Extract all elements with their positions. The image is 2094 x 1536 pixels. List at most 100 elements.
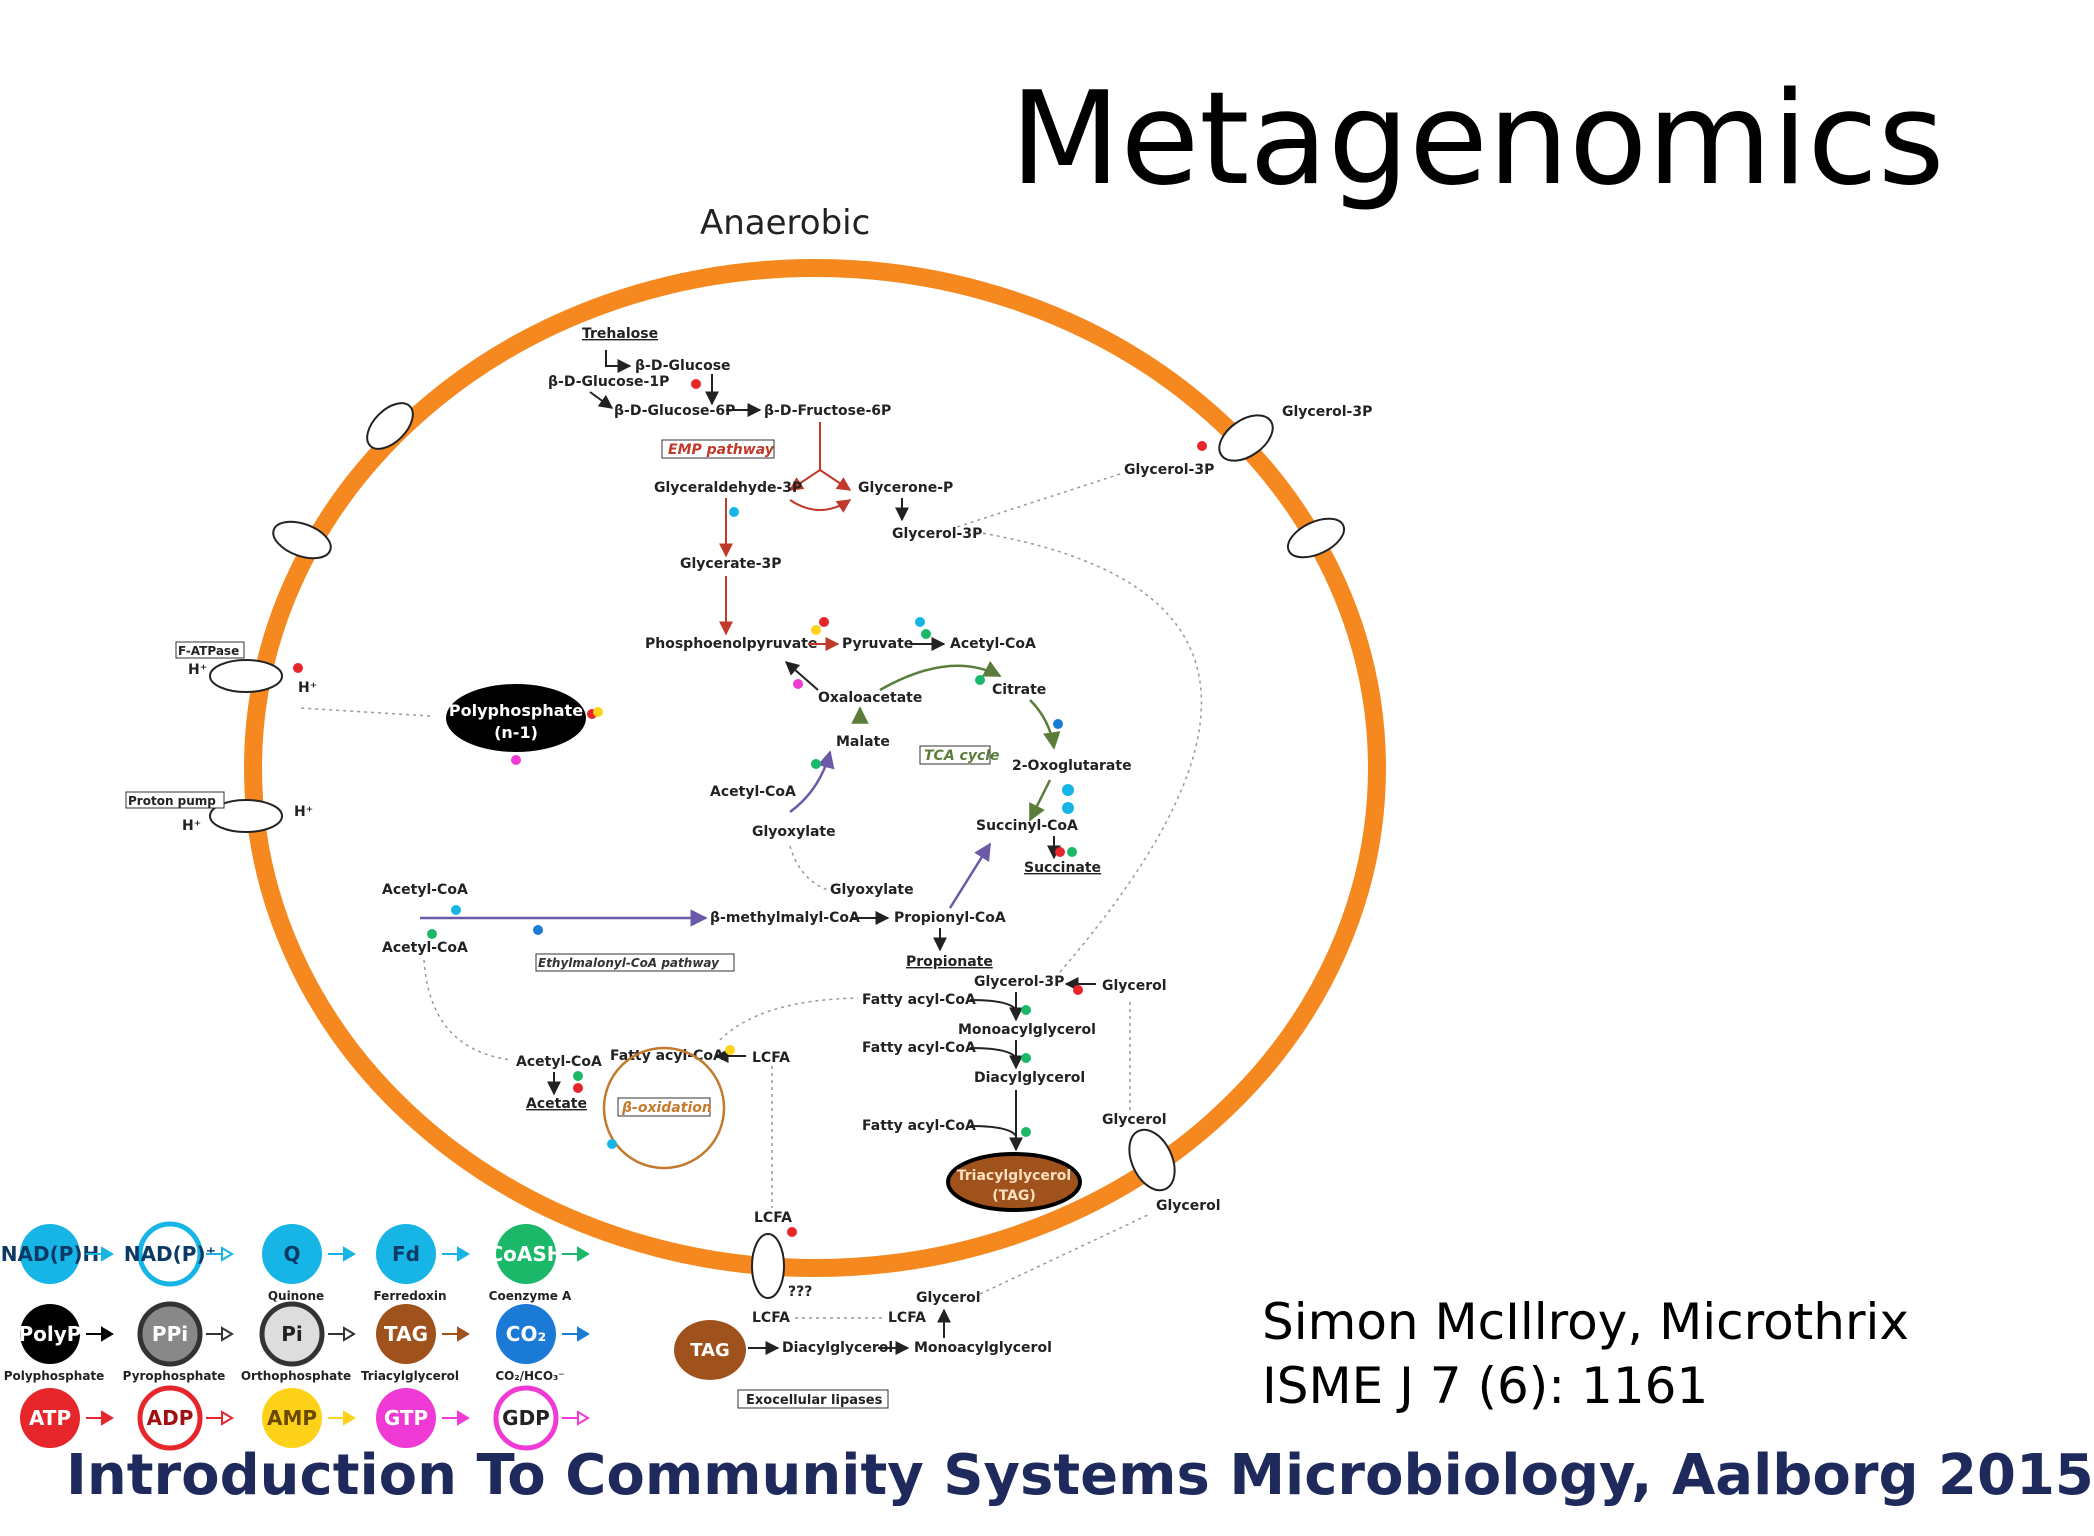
arrow-fa2 — [969, 1047, 1017, 1059]
legend-gdp-label: GDP — [502, 1406, 550, 1430]
label-ethylmalonyl: Ethylmalonyl-CoA pathway — [538, 956, 720, 970]
marker-coash-2 — [975, 675, 985, 685]
label-lcfa-2: LCFA — [754, 1210, 792, 1226]
marker-gtp — [793, 679, 803, 689]
b-oxidation-cycle — [602, 1046, 726, 1170]
legend-polyp-label: PolyP — [19, 1322, 82, 1346]
proton-pump-box — [125, 791, 225, 809]
arrow-trehalose-glucose — [605, 350, 632, 373]
label-diacylglycerol-ext: Diacylglycerol — [782, 1340, 893, 1356]
legend-fd-icon — [376, 1224, 436, 1284]
legend-co--arrow — [562, 1326, 590, 1342]
label-fatty-acyl-box: Fatty acyl-CoA — [610, 1048, 724, 1064]
label-acetyl-coa-tca: Acetyl-CoA — [950, 636, 1036, 652]
arrow-oaa-pep — [784, 661, 819, 691]
label-b-methylmalyl: β-methylmalyl-CoA — [710, 910, 860, 926]
legend-nad-p-h-arrow — [86, 1246, 114, 1262]
arrow-citrate-oxoglutarate — [1029, 699, 1061, 750]
diagram-header: Anaerobic — [700, 203, 870, 243]
marker-atp-9 — [787, 1227, 797, 1237]
label-h-plus-2: H⁺ — [298, 680, 317, 696]
label-glycerol-3p-inner: Glycerol-3P — [892, 526, 982, 542]
marker-gtp-2 — [511, 755, 521, 765]
legend-tag-caption: Triacylglycerol — [361, 1369, 459, 1383]
label-tag-2: (TAG) — [992, 1188, 1036, 1204]
dotted-glycerol3p-long — [975, 531, 1203, 973]
legend-q-caption: Quinone — [268, 1289, 324, 1303]
legend-co--label: CO₂ — [506, 1322, 546, 1346]
legend-ppi-label: PPi — [152, 1322, 188, 1346]
legend-ppi-icon — [137, 1301, 203, 1367]
transporter-left — [272, 520, 332, 560]
legend-pi-arrow — [328, 1326, 356, 1342]
label-fatty-acyl-1: Fatty acyl-CoA — [862, 992, 976, 1008]
legend-gdp-icon — [493, 1385, 559, 1451]
legend-fd-label: Fd — [392, 1242, 420, 1266]
footer-bar: Introduction To Community Systems Microb… — [0, 1448, 2094, 1504]
label-glyoxylate-2: Glyoxylate — [830, 882, 914, 898]
legend-adp-arrow — [206, 1410, 234, 1426]
legend-ppi-arrow — [206, 1326, 234, 1342]
legend-q-arrow — [328, 1246, 356, 1262]
legend-atp-icon — [20, 1388, 80, 1448]
tag-extracellular — [674, 1320, 746, 1380]
legend-gtp-icon — [376, 1388, 436, 1448]
label-pyruvate: Pyruvate — [842, 636, 913, 652]
metabolic-pathway-diagram: Anaerobic Trehalose β-D-Glucose β-D-Gluc… — [1, 203, 1386, 1451]
dotted-lcfa-fattyacyl — [719, 997, 859, 1041]
arrow-glyoxylate-malate — [789, 750, 835, 814]
label-b-glucose-6p: β-D-Glucose-6P — [614, 403, 735, 419]
legend-nad-p-h-icon — [20, 1224, 80, 1284]
label-diacylglycerol: Diacylglycerol — [974, 1070, 1085, 1086]
label-acetyl-coa-glyox: Acetyl-CoA — [710, 784, 796, 800]
dotted-acetyl-loop — [423, 959, 513, 1061]
citation: Simon McIllroy, Microthrix ISME J 7 (6):… — [1262, 1290, 1909, 1418]
transporter-glycerol3p — [1218, 414, 1274, 462]
legend-gtp-label: GTP — [384, 1406, 428, 1430]
label-glyceraldehyde-3p: Glyceraldehyde-3P — [654, 480, 802, 496]
label-monoacylglycerol-ext: Monoacylglycerol — [914, 1340, 1052, 1356]
label-f-atpase: F-ATPase — [178, 644, 239, 658]
dotted-glycerol3p — [953, 473, 1121, 529]
tag-node — [946, 1152, 1082, 1212]
legend-adp-icon — [137, 1385, 203, 1451]
label-glycerate-3p: Glycerate-3P — [680, 556, 782, 572]
label-acetyl-coa-emc-1: Acetyl-CoA — [382, 882, 468, 898]
label-fatty-acyl-2: Fatty acyl-CoA — [862, 1040, 976, 1056]
footer-text: Introduction To Community Systems Microb… — [66, 1443, 2094, 1508]
dotted-glyoxylate — [789, 845, 829, 891]
marker-atp-3 — [1055, 847, 1065, 857]
marker-atp-7 — [1197, 441, 1207, 451]
legend-q-icon — [262, 1224, 322, 1284]
legend-coash-arrow — [562, 1246, 590, 1262]
arrow-fa3 — [969, 1125, 1017, 1137]
marker-coash-6 — [1021, 1005, 1031, 1015]
marker-nadh-2 — [915, 617, 925, 627]
marker-atp-5 — [573, 1083, 583, 1093]
label-glyoxylate-1: Glyoxylate — [752, 824, 836, 840]
arrow-f6p-split-right — [819, 469, 852, 491]
label-emp: EMP pathway — [668, 442, 775, 458]
marker-nadh-1 — [729, 507, 739, 517]
marker-amp-3 — [725, 1045, 735, 1055]
legend-coash-caption: Coenzyme A — [489, 1289, 572, 1303]
b-oxidation-box — [617, 1097, 711, 1117]
label-propionate: Propionate — [906, 954, 993, 970]
polyphosphate-node — [446, 684, 586, 752]
marker-nadh-4 — [607, 1139, 617, 1149]
legend-fd-arrow — [442, 1246, 470, 1262]
marker-coash-5 — [427, 929, 437, 939]
label-h-plus-1: H⁺ — [188, 662, 207, 678]
arrow-fa1 — [969, 999, 1017, 1011]
marker-coash-4 — [811, 759, 821, 769]
f-atpase-box — [175, 641, 245, 659]
legend-nad-p--icon — [137, 1221, 203, 1287]
label-glycerol-1: Glycerol — [1102, 978, 1167, 994]
marker-coash-7 — [1021, 1053, 1031, 1063]
label-trehalose: Trehalose — [582, 326, 658, 342]
label-glycerol-3p-lipid: Glycerol-3P — [974, 974, 1064, 990]
arrow-isomerase — [789, 499, 852, 513]
label-polyphosphate-2: (n-1) — [494, 723, 538, 742]
label-glycerol-3p-out: Glycerol-3P — [1282, 404, 1372, 420]
marker-co2-1 — [1053, 719, 1063, 729]
